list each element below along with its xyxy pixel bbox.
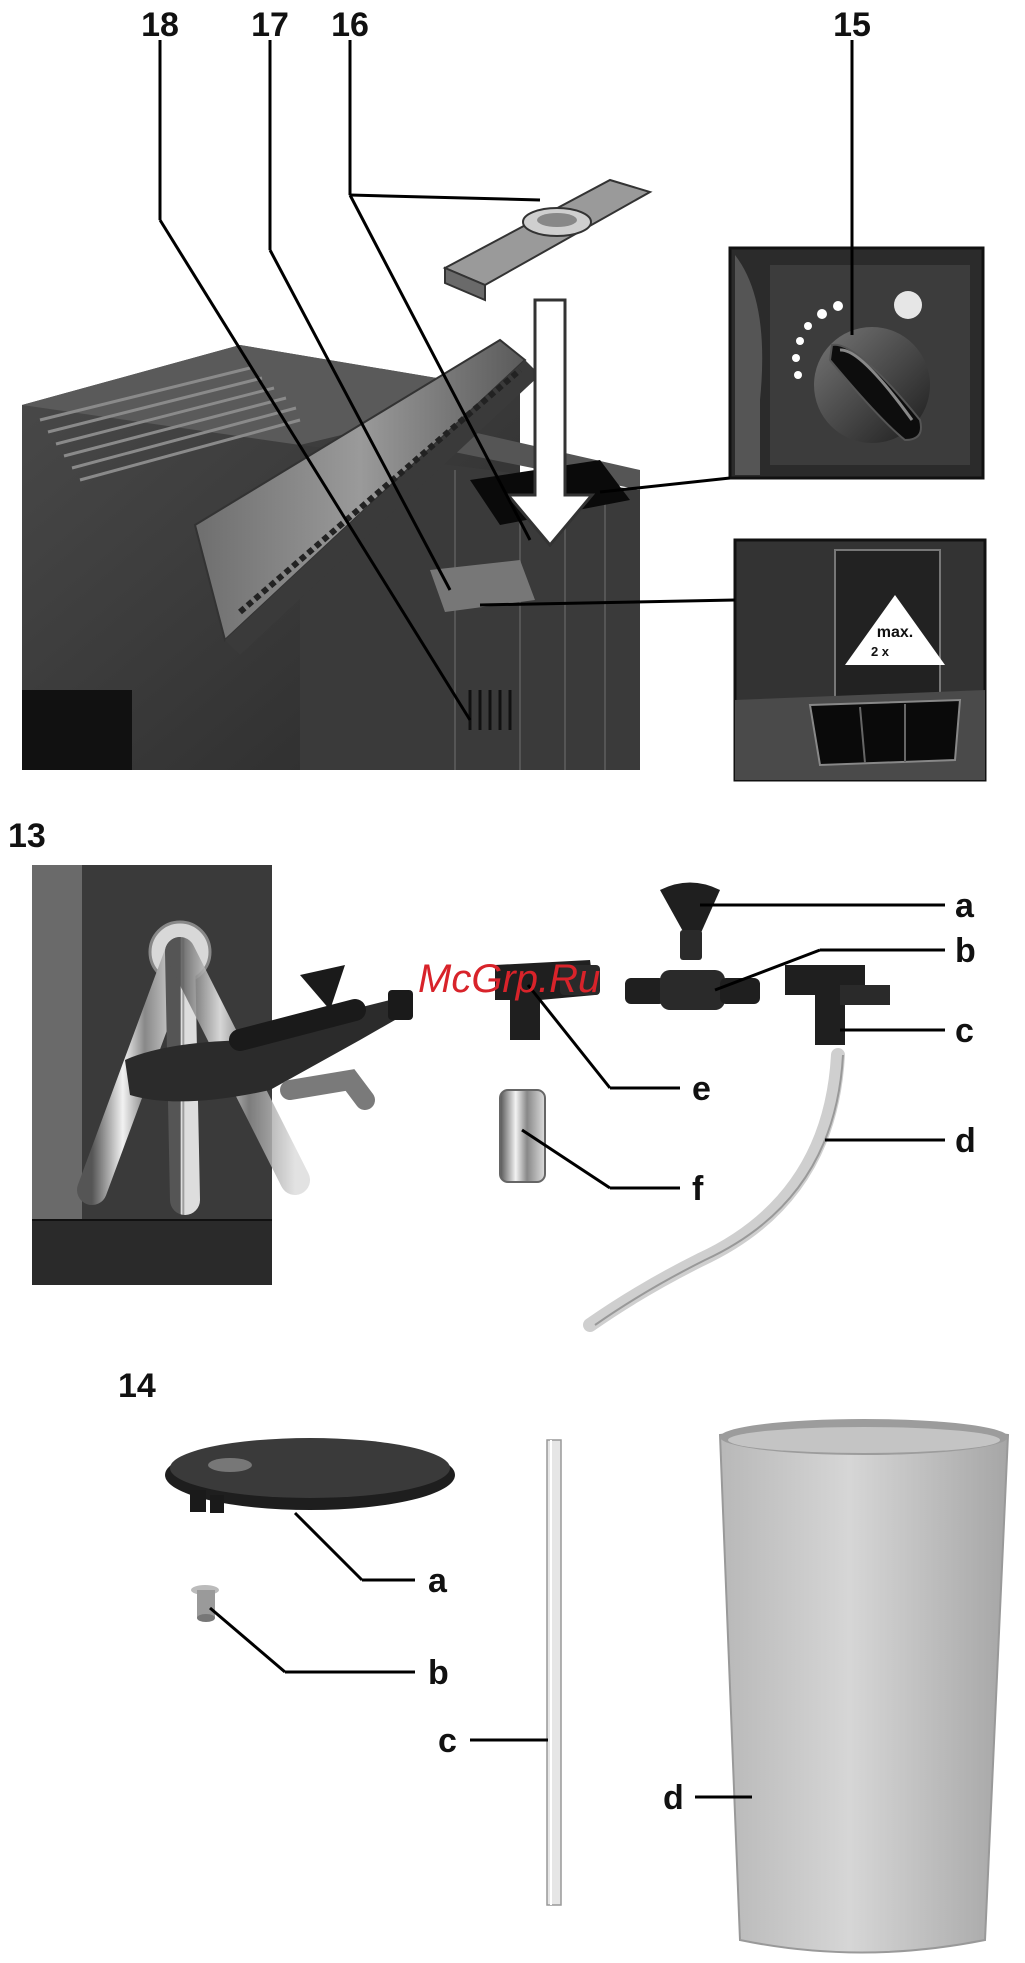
fig13-part-c-elbow [785,965,890,1045]
fig14-part-d-container [720,1419,1008,1953]
fig13-label-a: a [955,887,975,925]
fig13-label-c: c [955,1012,974,1050]
watermark: McGrp.Ru [418,957,600,1001]
fig14-label-c: c [438,1722,457,1760]
fig14-part-b-valve [191,1585,219,1622]
fig14-part-a-lid [165,1438,455,1513]
callout-17: 17 [251,6,289,44]
fig14-label-d: d [663,1779,684,1817]
fig14-part-c-tube [547,1440,561,1905]
max-badge-line2: 2 x [871,644,890,659]
fig13-label-b: b [955,932,976,970]
inset-grinder-knob [730,248,983,478]
fig13-label-e: e [692,1070,711,1108]
callout-16: 16 [331,6,369,44]
fig13-part-d-tube [590,1055,843,1325]
callout-15: 15 [833,6,871,44]
figure-13-number: 13 [8,817,46,855]
max-badge-line1: max. [877,624,913,641]
insert-arrow [508,300,592,545]
fig14-label-a: a [428,1562,448,1600]
fig14-leader-lines [210,1513,752,1797]
fig13-part-f-sleeve [500,1090,545,1182]
inset-powder-chute: max. 2 x [735,540,985,780]
fig13-part-a-cap [660,883,720,961]
callout-18: 18 [141,6,179,44]
fig14-label-b: b [428,1654,449,1692]
fig13-leader-lines [522,905,945,1188]
figure-14-number: 14 [118,1367,156,1405]
fig13-label-d: d [955,1122,976,1160]
fig13-part-b-connector [625,970,760,1010]
fig13-label-f: f [692,1170,704,1208]
